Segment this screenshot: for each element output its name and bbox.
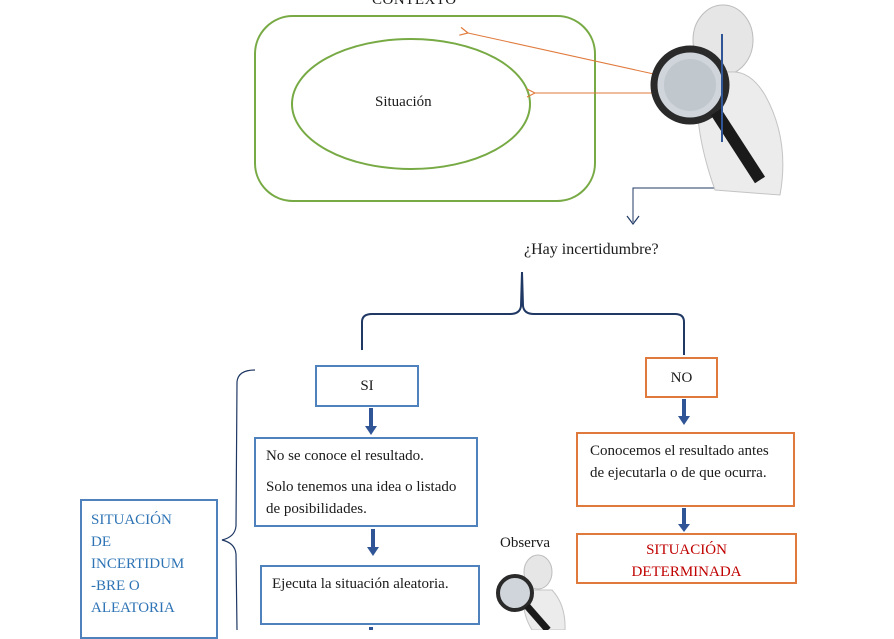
no-box: NO [645, 357, 718, 398]
question-brace [361, 271, 685, 355]
unknown-result-line-1: No se conoce el resultado. [266, 448, 424, 464]
situation-label: Situación [375, 94, 432, 110]
unknown-result-box: No se conoce el resultado. Solo tenemos … [254, 437, 478, 527]
context-title: CONTEXTO [372, 0, 457, 8]
uncertain-line-3: INCERTIDUM [91, 556, 185, 572]
uncertain-line-4: -BRE O [91, 578, 140, 594]
magnifying-glass-person-icon [650, 4, 784, 196]
yes-box: SI [315, 365, 419, 407]
uncertain-situation-box: SITUACIÓN DE INCERTIDUM -BRE O ALEATORIA [80, 499, 218, 639]
block-arrows [365, 399, 690, 630]
unknown-result-line-2: Solo tenemos una idea o listado de posib… [266, 479, 457, 517]
small-magnifying-glass-person-icon [496, 554, 566, 630]
known-result-box: Conocemos el resultado antes de ejecutar… [576, 432, 795, 507]
execute-text: Ejecuta la situación aleatoria. [272, 576, 449, 592]
uncertain-line-1: SITUACIÓN [91, 512, 172, 528]
arrow-to-context [468, 33, 673, 79]
uncertain-line-5: ALEATORIA [91, 600, 175, 616]
known-result-text: Conocemos el resultado antes de ejecutar… [590, 443, 769, 481]
situation-ellipse [291, 38, 531, 170]
execute-box: Ejecuta la situación aleatoria. [260, 565, 480, 625]
determined-situation-box: SITUACIÓN DETERMINADA [576, 533, 797, 584]
determined-line-2: DETERMINADA [631, 564, 742, 580]
left-brace [221, 369, 256, 630]
elbow-connector [632, 187, 720, 222]
determined-line-1: SITUACIÓN [646, 542, 727, 558]
no-label: NO [670, 369, 693, 386]
yes-label: SI [360, 378, 374, 394]
uncertain-line-2: DE [91, 534, 111, 550]
uncertainty-question: ¿Hay incertidumbre? [524, 241, 659, 258]
context-frame [254, 15, 596, 202]
observe-label: Observa [500, 535, 550, 551]
